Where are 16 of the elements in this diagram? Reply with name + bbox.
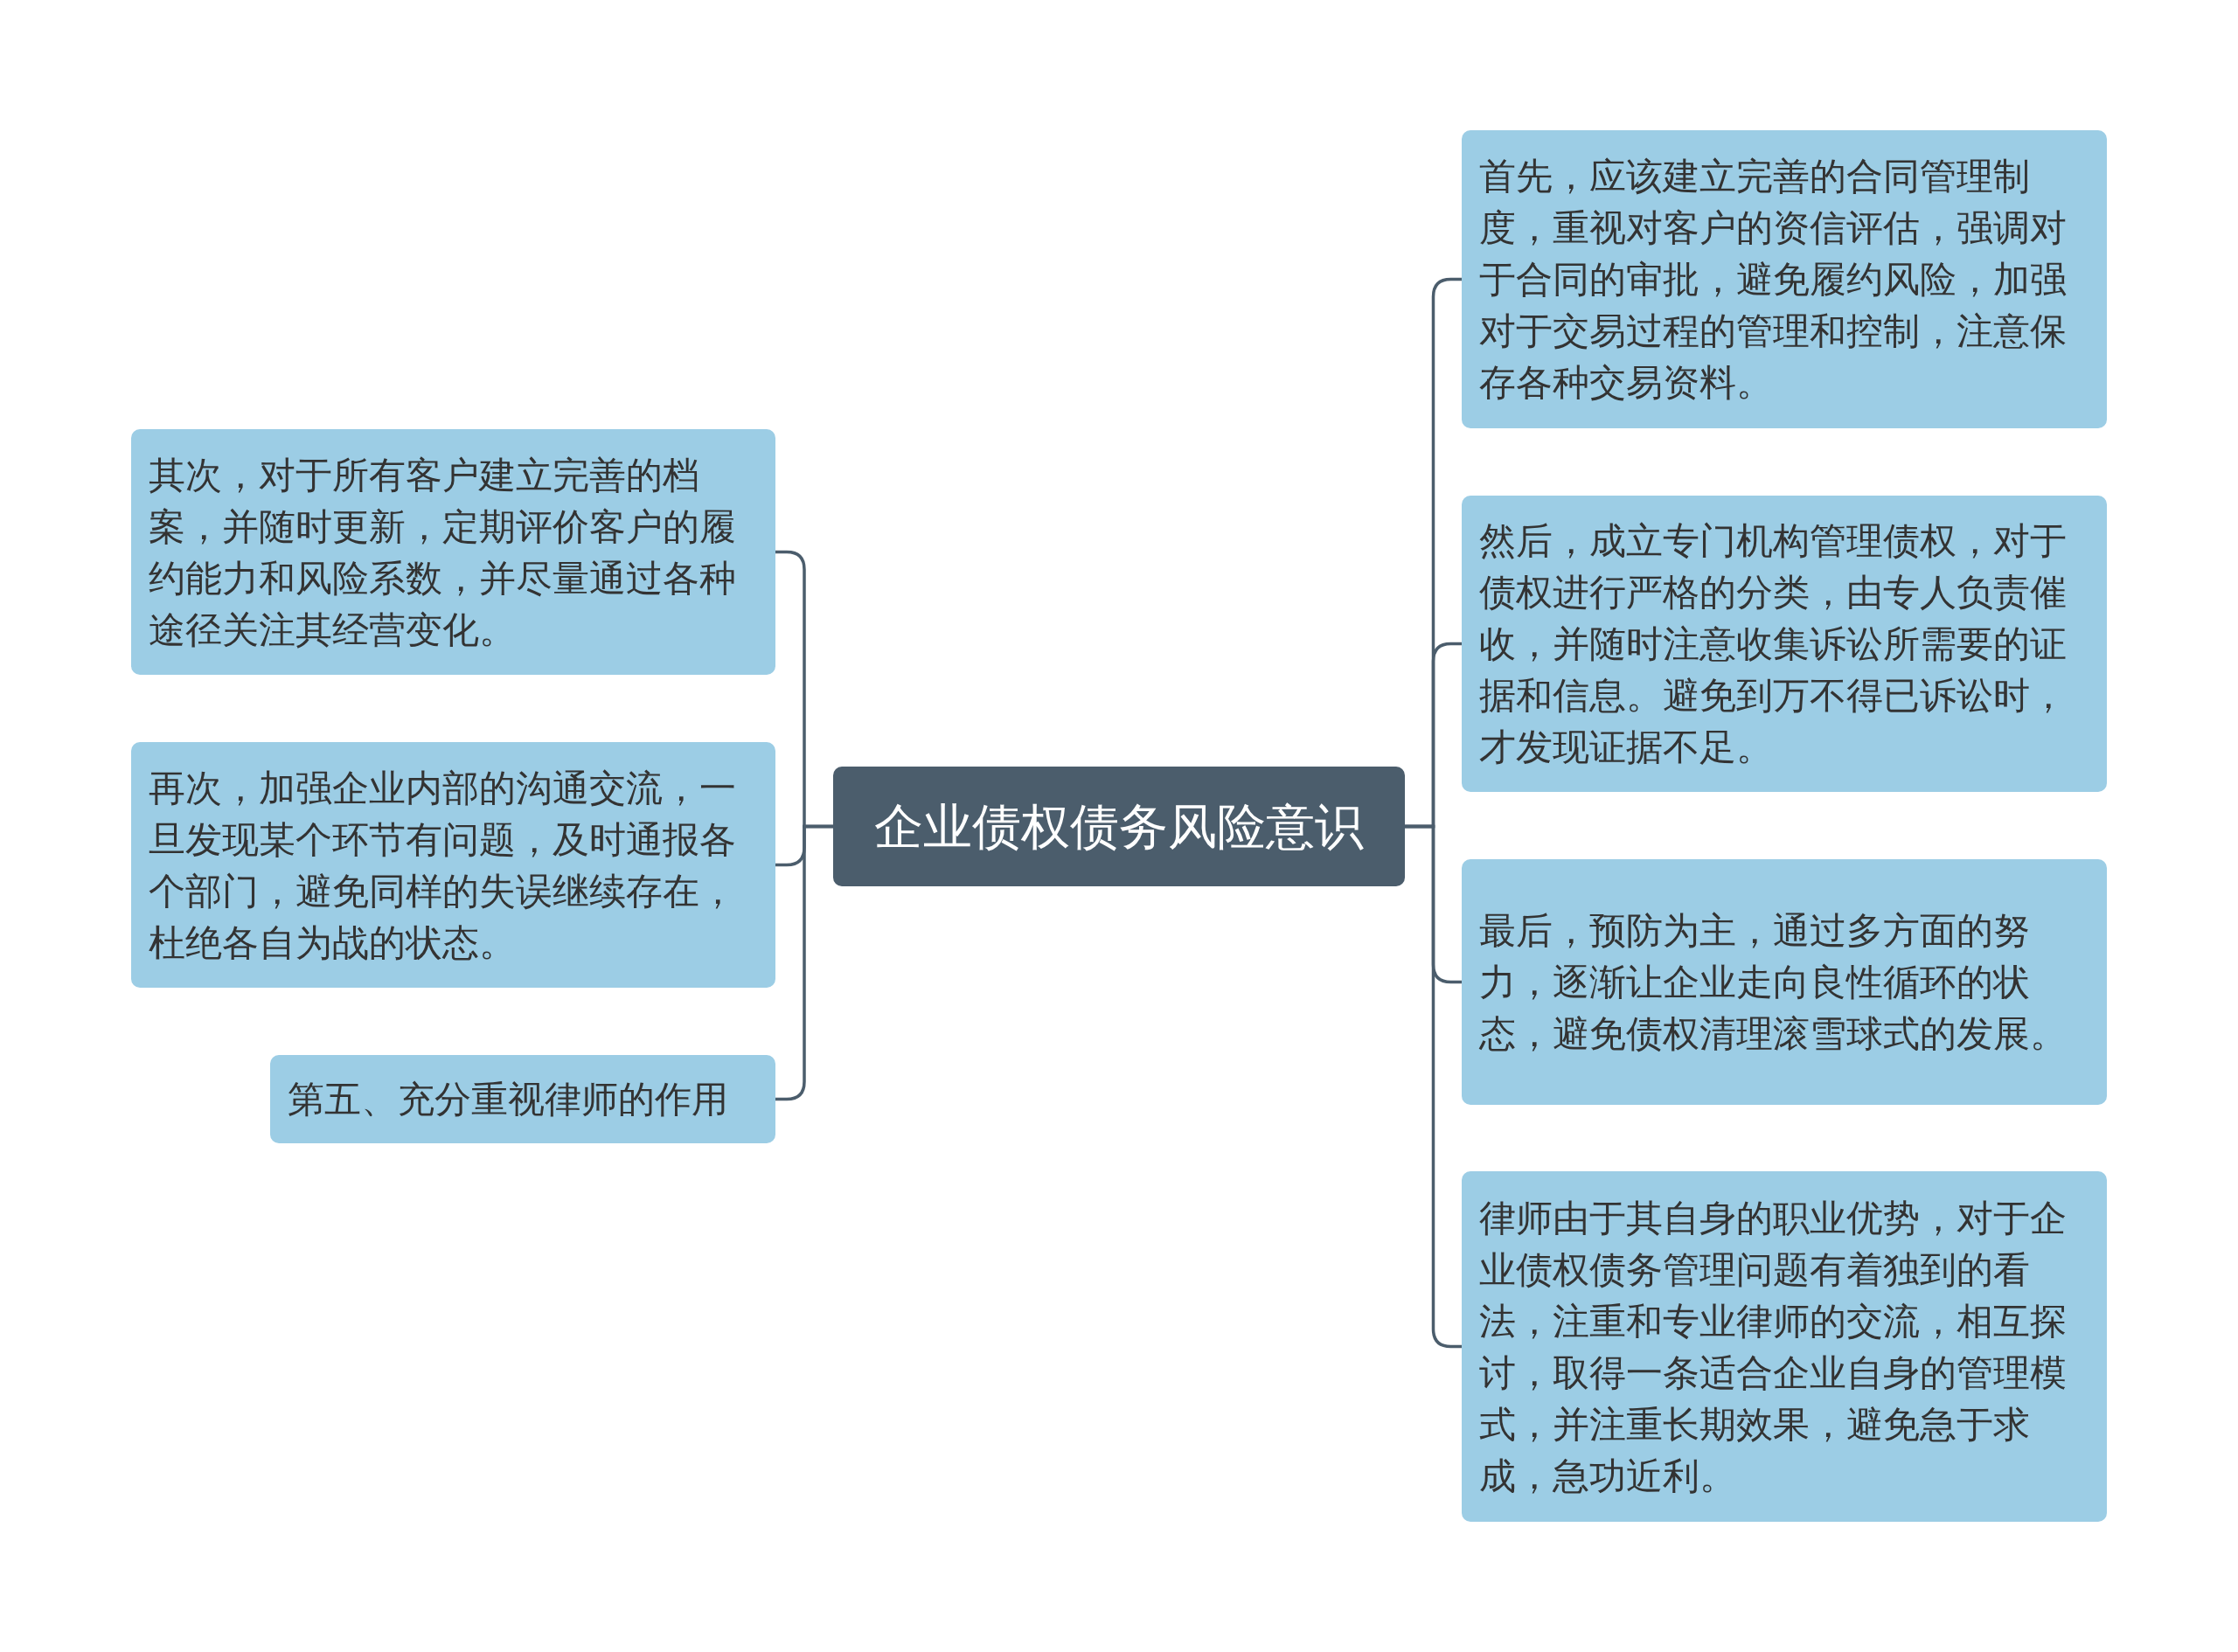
- central-topic-text: 企业债权债务风险意识: [874, 796, 1364, 857]
- topic-text: 然后，成立专门机构管理债权，对于债权进行严格的分类，由专人负责催收，并随时注意收集诉讼所需要的证据和信息。避免到万不得已诉讼时，才发现证据不足。: [1479, 518, 2068, 770]
- topic-box: [1462, 859, 2107, 1105]
- topic-text: 再次，加强企业内部的沟通交流，一旦发现某个环节有问题，及时通报各个部门，避免同样的失误继续存在，杜绝各自为战的状态。: [149, 765, 737, 966]
- topic-text: 首先，应该建立完善的合同管理制度，重视对客户的资信评估，强调对于合同的审批，避免履约风险，加强对于交易过程的管理和控制，注意保存各种交易资料。: [1479, 154, 2068, 406]
- topic-box: [1462, 130, 2107, 428]
- topic-text: 第五、充分重视律师的作用: [288, 1077, 728, 1122]
- topic-text: 最后，预防为主，通过多方面的努力，逐渐让企业走向良性循环的状态，避免债权清理滚雪球式的发展。: [1479, 908, 2068, 1057]
- topic-box: [1462, 496, 2107, 792]
- topic-box: [131, 429, 775, 675]
- topic-box: [270, 1055, 775, 1143]
- topic-text: 其次，对于所有客户建立完善的档案，并随时更新，定期评价客户的履约能力和风险系数，并尽量通过各种途径关注其经营变化。: [149, 452, 737, 653]
- central-topic-box: [833, 767, 1405, 886]
- topic-text: 律师由于其自身的职业优势，对于企业债权债务管理问题有着独到的看法，注重和专业律师的交流，相互探讨，取得一条适合企业自身的管理模式，并注重长期效果，避免急于求成，急功近利。: [1479, 1195, 2068, 1499]
- topic-box: [1462, 1171, 2107, 1522]
- topic-box: [131, 742, 775, 988]
